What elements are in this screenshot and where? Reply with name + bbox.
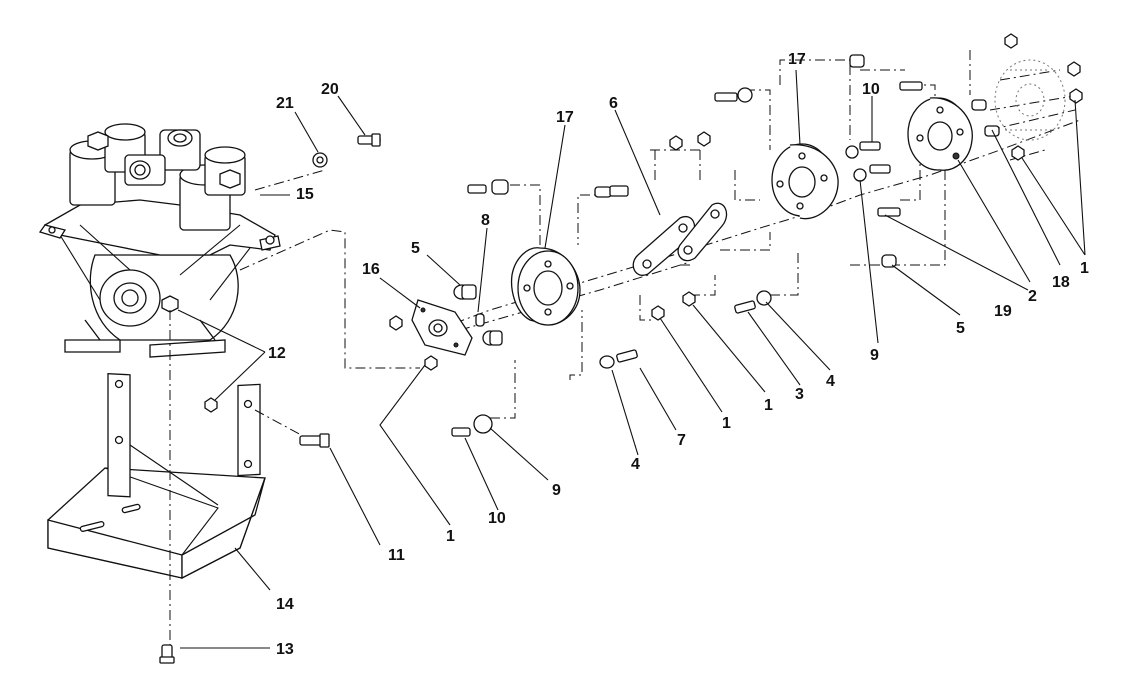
callout-17-b: 17 <box>788 51 806 68</box>
coupling-flange-part-17-left <box>510 247 581 326</box>
callout-20: 20 <box>321 81 339 98</box>
callout-15: 15 <box>296 186 314 203</box>
callout-4-b: 4 <box>826 373 835 390</box>
callout-1-d: 1 <box>1080 260 1089 277</box>
callout-18: 18 <box>1052 274 1070 291</box>
coupling-link-part-6 <box>632 202 728 276</box>
callout-11: 11 <box>388 547 405 564</box>
coupling-flange-part-17-right <box>771 143 839 220</box>
callout-3: 3 <box>795 386 804 403</box>
callout-9-b: 9 <box>870 347 879 364</box>
callout-5-b: 5 <box>956 320 965 337</box>
callout-16: 16 <box>362 261 380 278</box>
callout-4-a: 4 <box>631 456 640 473</box>
callout-10-b: 10 <box>488 510 506 527</box>
phantom-flange-part-18 <box>994 59 1066 141</box>
callout-8: 8 <box>481 212 490 229</box>
pump-body-part-15 <box>38 123 281 358</box>
nut-1-b <box>424 355 438 371</box>
callout-9-a: 9 <box>552 482 561 499</box>
callout-12-a: 12 <box>268 345 286 362</box>
callout-labels: 20 21 15 16 5 8 17 6 17 10 12 12 11 14 1… <box>268 51 1089 658</box>
nut-12-a <box>204 397 218 413</box>
bolts <box>159 33 1083 664</box>
callout-1-c: 1 <box>764 397 773 414</box>
callout-14: 14 <box>276 596 294 613</box>
callout-10-a: 10 <box>862 81 880 98</box>
mounting-bracket-part-14 <box>47 372 266 580</box>
pin-part-8 <box>475 313 485 327</box>
callout-7: 7 <box>677 432 686 449</box>
callout-1-b: 1 <box>722 415 731 432</box>
callout-17-a: 17 <box>556 109 574 126</box>
callout-19: 19 <box>994 303 1012 320</box>
leader-lines <box>177 69 1086 649</box>
nut-1-a <box>389 315 403 331</box>
callout-2: 2 <box>1028 288 1037 305</box>
callout-13: 13 <box>276 641 294 658</box>
bearing-plate-part-16 <box>411 299 473 356</box>
callout-5-a: 5 <box>411 240 420 257</box>
callout-6: 6 <box>609 95 618 112</box>
callout-21: 21 <box>276 95 294 112</box>
hub-flange-part-2 <box>907 97 973 171</box>
callout-1-a: 1 <box>446 528 455 545</box>
